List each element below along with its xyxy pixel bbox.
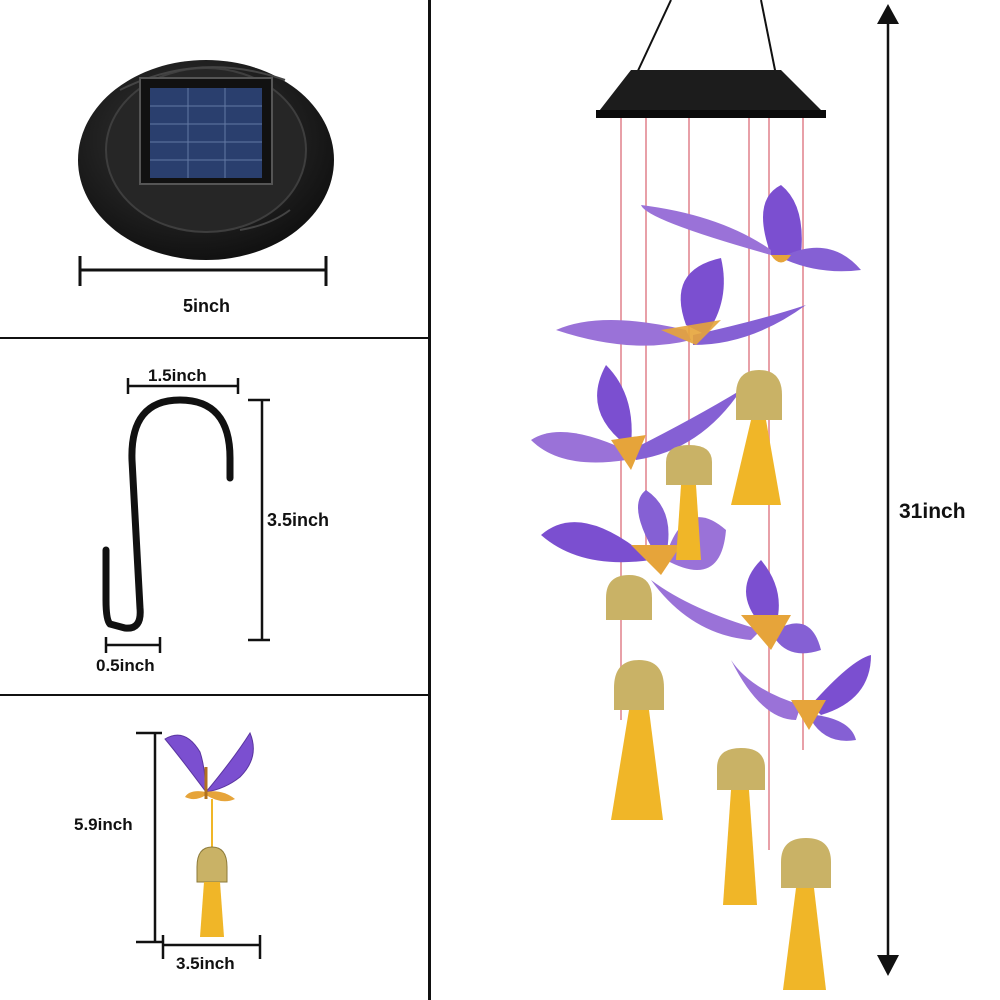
horizontal-divider-top bbox=[0, 337, 430, 339]
butterfly-icon bbox=[531, 365, 741, 470]
bell-icon bbox=[196, 846, 228, 883]
hook-width-label: 1.5inch bbox=[148, 366, 207, 385]
butterfly-icon bbox=[556, 258, 806, 346]
wind-chime-icon bbox=[136, 731, 262, 959]
bell-icon bbox=[731, 370, 782, 505]
vertical-divider bbox=[428, 0, 431, 1000]
butterfly-icon bbox=[651, 560, 821, 654]
full-wind-chime-icon bbox=[531, 0, 899, 990]
full-chime-panel: 31inch bbox=[431, 0, 1000, 1000]
hook-height-label: 3.5inch bbox=[267, 510, 330, 530]
s-hook-icon bbox=[102, 378, 270, 653]
solar-panel-cap-icon bbox=[78, 60, 334, 286]
hook-panel: 1.5inch 3.5inch 0.5inch bbox=[0, 340, 428, 694]
bell-icon bbox=[717, 748, 765, 905]
chime-width-label: 3.5inch bbox=[176, 954, 235, 973]
butterfly-icon bbox=[641, 185, 861, 272]
solar-cap-width-label: 5inch bbox=[183, 296, 231, 316]
butterfly-icon bbox=[731, 655, 871, 741]
bell-icon bbox=[781, 838, 831, 990]
bell-icon bbox=[611, 660, 664, 820]
total-length-label: 31inch bbox=[899, 500, 966, 523]
horizontal-divider-bottom bbox=[0, 694, 430, 696]
bell-icon bbox=[606, 575, 652, 620]
solar-cap-panel: 5inch bbox=[0, 0, 428, 337]
hook-base-label: 0.5inch bbox=[96, 656, 155, 675]
bell-icon bbox=[666, 445, 712, 560]
chime-height-label: 5.9inch bbox=[74, 815, 133, 834]
single-chime-panel: 5.9inch 3.5inch bbox=[0, 697, 428, 1000]
butterfly-icon bbox=[164, 731, 254, 802]
